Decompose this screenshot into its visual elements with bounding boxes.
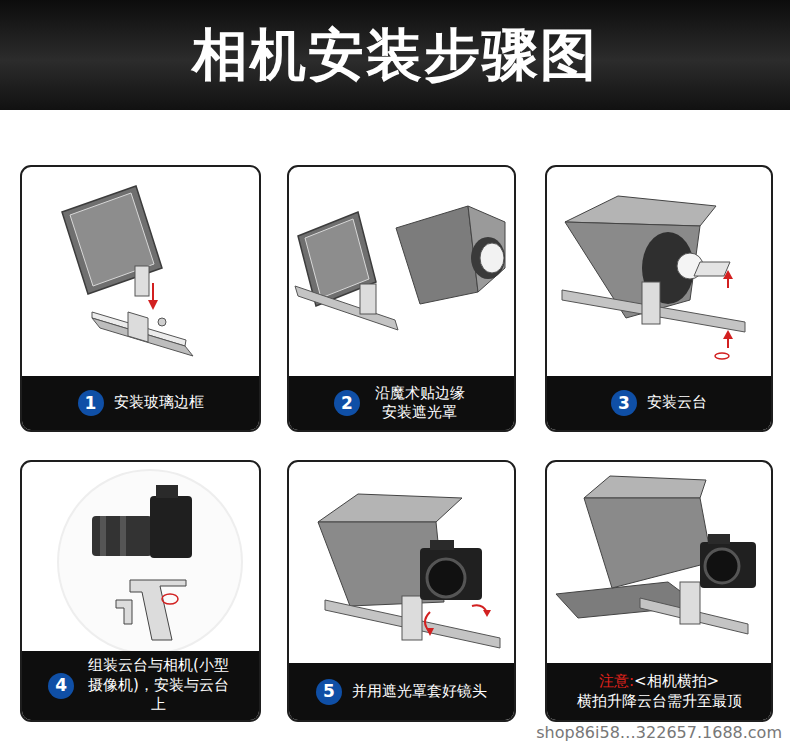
caption-text: 并用遮光罩套好镜头 [352,682,487,702]
caption-band: 注意:<相机横拍>横拍升降云台需升至最顶 [547,663,771,720]
hood-step-part [295,286,398,330]
assembled-step-part [426,628,434,636]
head-step-part [723,270,733,279]
step-panel: 3 安装云台 [545,165,773,432]
camera-head-step-part [100,516,106,556]
callout-number: 4 [55,677,67,694]
step-number: 4 [48,673,74,699]
caption-band: 1 安装玻璃边框 [22,376,259,430]
callout-number: 2 [341,395,353,412]
callout-number: 3 [618,395,630,412]
camera-head-step-part [130,580,186,640]
hood-step-part [305,219,369,298]
caption-row: 2 沿魔术贴边缘 安装遮光罩 [334,384,469,423]
hood-step [295,206,505,330]
caption-text: <相机横拍> [634,672,719,692]
landscape-step-part [584,476,706,498]
callout-number: 1 [85,395,97,412]
step-number: 5 [316,679,342,705]
landscape-step-part [584,498,712,588]
step-panel: 1 安装玻璃边框 [20,165,261,432]
glass-frame-step-part [152,283,154,302]
step-number: 1 [78,390,104,416]
caption-row: 3 安装云台 [611,390,707,416]
caption-row: 注意:<相机横拍> [599,672,719,692]
watermark: shop86i58…322657.1688.com [536,723,782,742]
landscape-step-part [705,549,739,583]
head-step-part [694,262,730,276]
caption-row: 4 组装云台与相机(小型 摄像机)，安装与云台上 [48,656,233,715]
step-number: 2 [334,390,360,416]
step-panel: 4 组装云台与相机(小型 摄像机)，安装与云台上 [20,460,261,722]
camera-head-step-part [156,485,178,498]
landscape-step-part [680,582,700,624]
caption-band: 5 并用遮光罩套好镜头 [289,663,514,720]
camera-head-step-part [120,516,126,556]
caption-band: 2 沿魔术贴边缘 安装遮光罩 [289,376,514,430]
landscape-step-part [700,542,756,588]
glass-frame-step-part [158,318,166,326]
caption-band: 3 安装云台 [547,376,771,430]
caption-text: 安装玻璃边框 [114,393,204,413]
camera-head-step [58,470,242,654]
assembled-step-part [318,494,462,522]
camera-head-step-part [58,470,242,654]
head-step-part [723,330,733,339]
hood-step-part [360,284,376,314]
page-title: 相机安装步骤图 [192,24,598,86]
caption-band: 4 组装云台与相机(小型 摄像机)，安装与云台上 [22,651,259,720]
head-step-part [715,353,729,359]
hood-step-part [471,237,505,279]
glass-frame-step [62,186,193,356]
camera-head-step-part [92,516,152,556]
camera-head-step-part [162,594,178,604]
glass-frame-step-part [135,266,149,296]
caption-text: 注意: [599,672,634,692]
camera-head-step-part [116,600,132,624]
hood-step-part [480,243,504,273]
head-step [562,196,745,359]
glass-frame-step-part [128,312,148,342]
landscape-step [556,476,756,634]
head-step-part [642,282,660,324]
head-step-part [565,196,716,226]
caption-text: 沿魔术贴边缘 安装遮光罩 [370,384,469,423]
assembled-step-part [430,540,454,550]
step-number: 3 [611,390,637,416]
assembled-step-part [483,610,491,617]
caption-text: 安装云台 [647,393,707,413]
caption-text: 组装云台与相机(小型 摄像机)，安装与云台上 [84,656,233,715]
camera-head-step-part [150,496,192,558]
hood-step-part [396,206,478,304]
landscape-step-part [708,534,730,544]
assembled-step-part [427,559,465,597]
assembled-step [318,494,500,648]
caption-text: 横拍升降云台需升至最顶 [577,692,742,712]
glass-frame-step-part [148,300,158,310]
assembled-step-part [420,548,482,600]
caption-row: 横拍升降云台需升至最顶 [577,692,742,712]
callout-number: 5 [323,683,335,700]
title-bar: 相机安装步骤图 [0,0,790,110]
caption-row: 5 并用遮光罩套好镜头 [316,679,487,705]
hood-step-part [468,206,505,292]
step-panel: 注意:<相机横拍>横拍升降云台需升至最顶 [545,460,773,722]
assembled-step-part [402,596,422,640]
step-panel: 2 沿魔术贴边缘 安装遮光罩 [287,165,516,432]
step-panel: 5 并用遮光罩套好镜头 [287,460,516,722]
caption-row: 1 安装玻璃边框 [78,390,204,416]
